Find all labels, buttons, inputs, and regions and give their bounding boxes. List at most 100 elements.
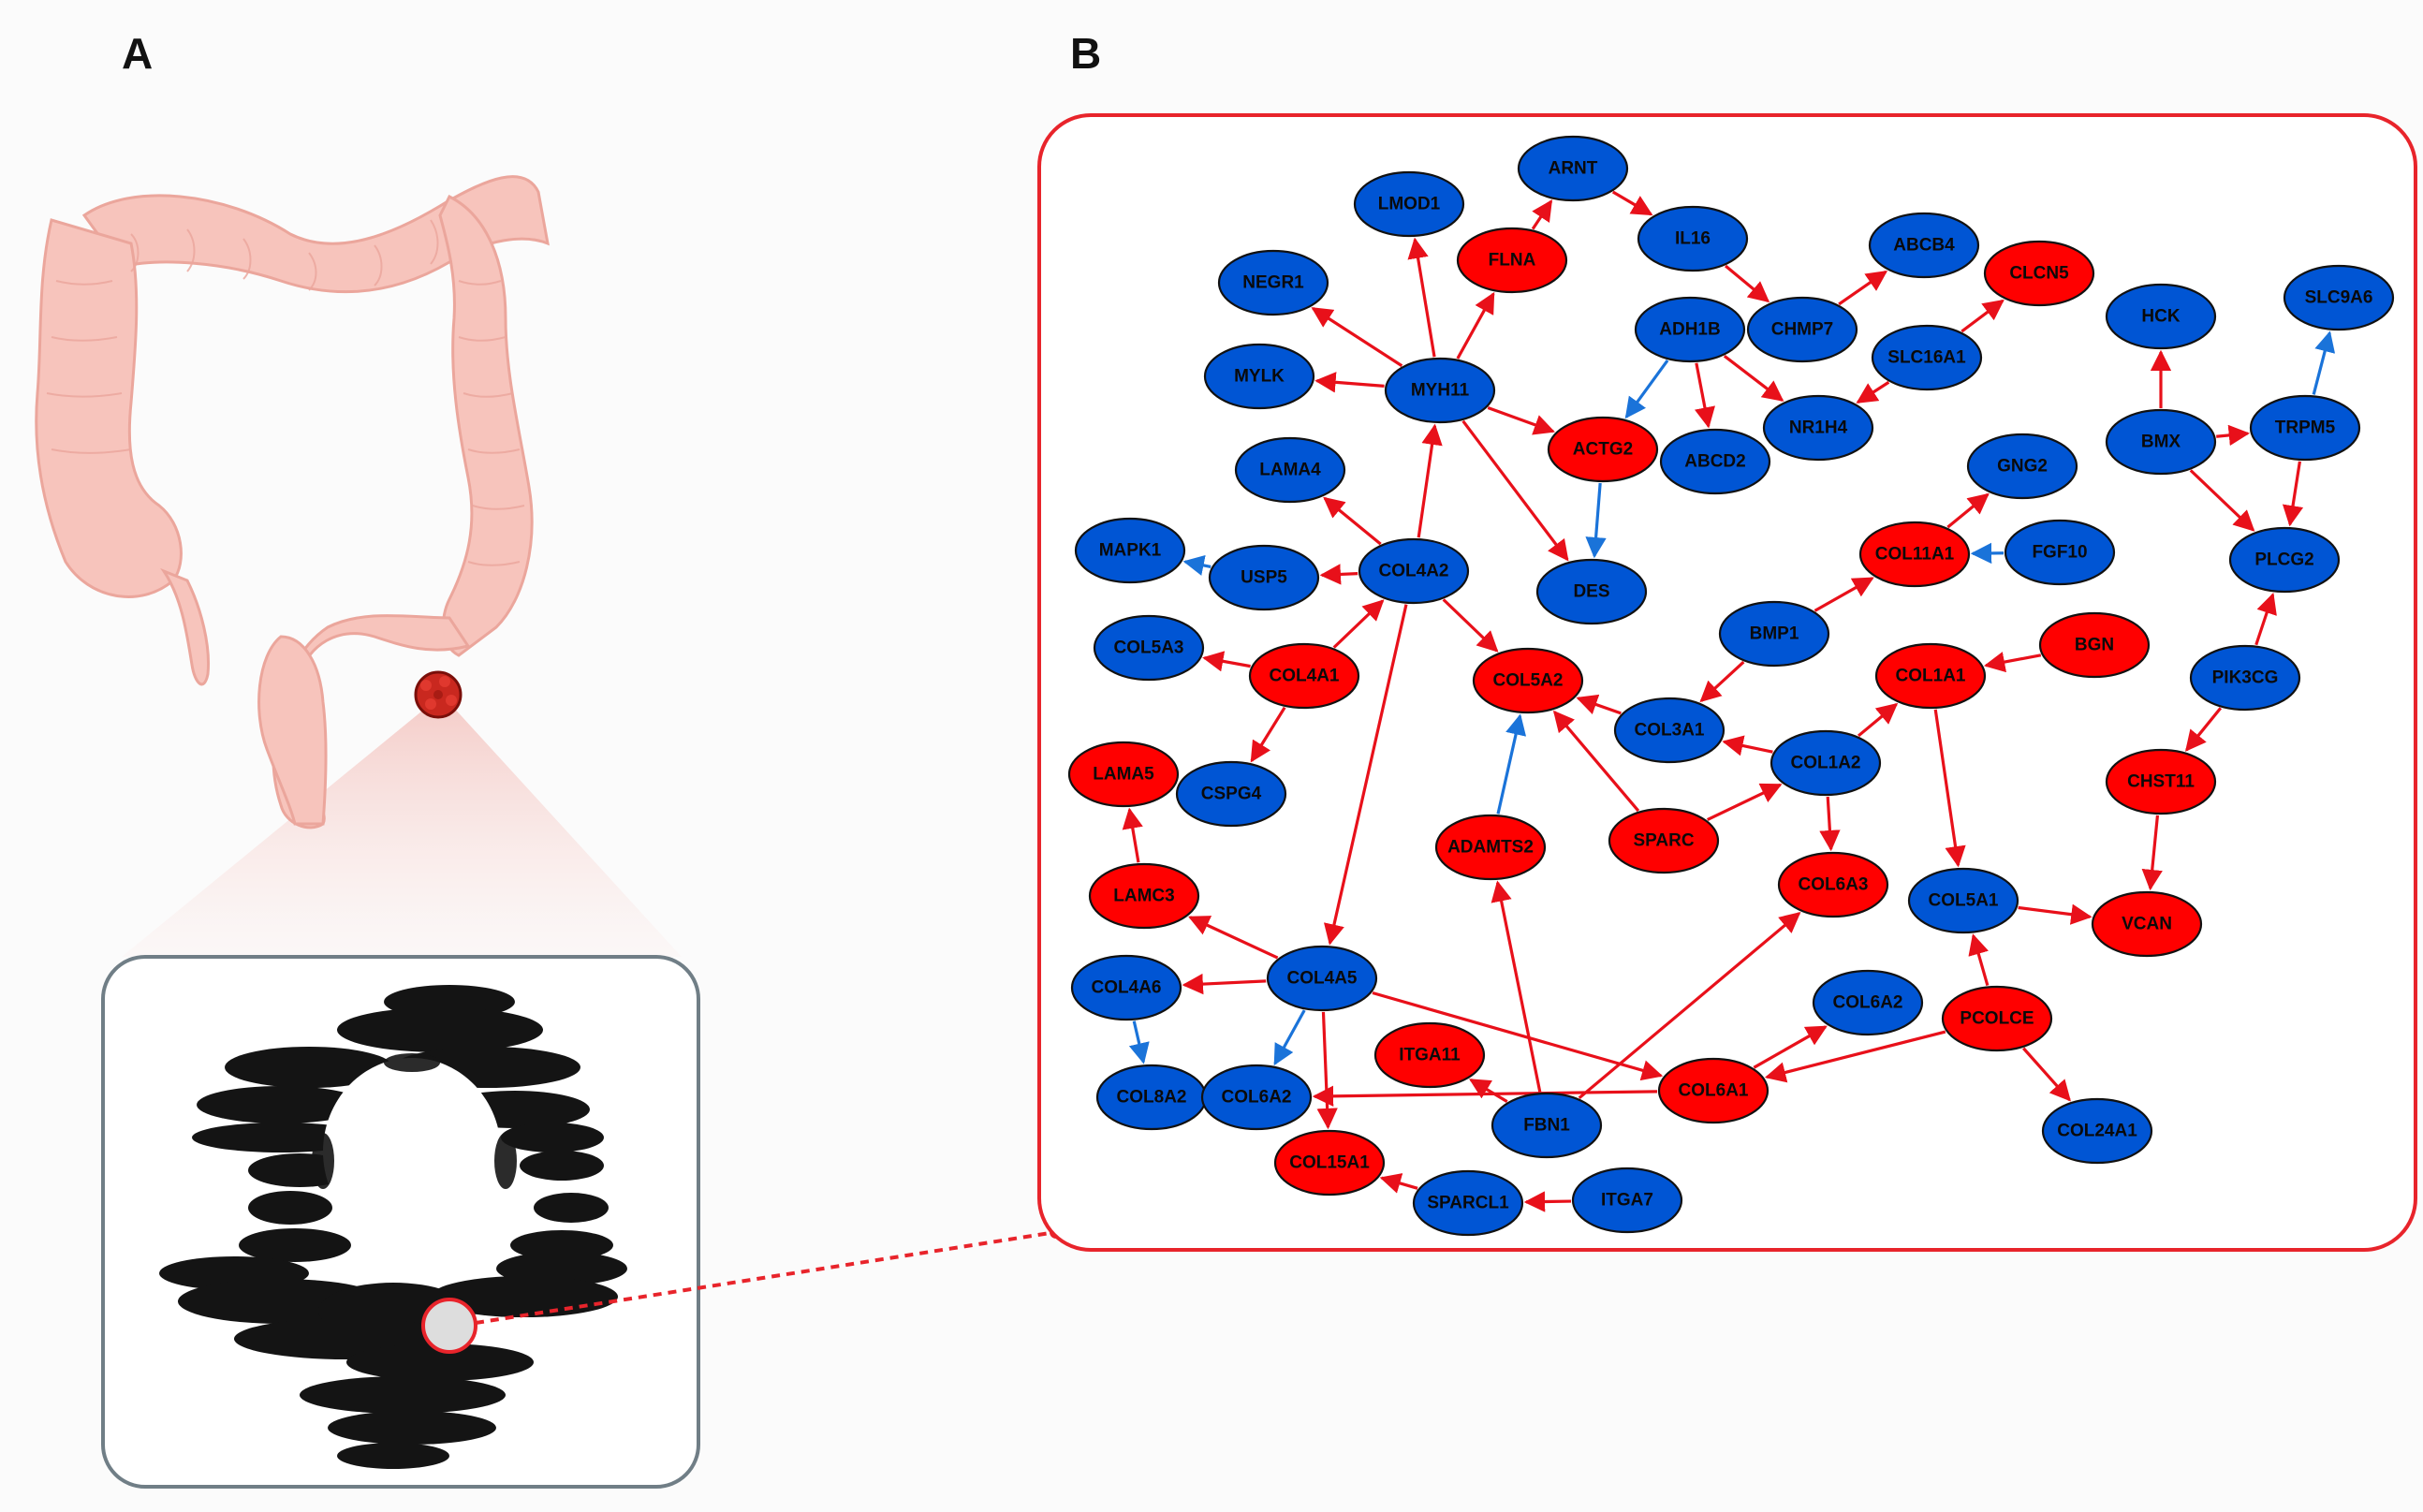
edge-lamc3-to-lama5 bbox=[1122, 807, 1143, 863]
node-ellipse bbox=[1434, 814, 1547, 881]
node-ellipse bbox=[1175, 760, 1287, 828]
node-label: PCOLCE bbox=[1960, 1009, 2034, 1029]
node-ellipse bbox=[1273, 1129, 1386, 1196]
node-ellipse bbox=[1613, 697, 1725, 764]
node-lama5: LAMA5 bbox=[1067, 741, 1180, 808]
node-label: DES bbox=[1573, 582, 1609, 602]
edge-pik3cg-to-chst11 bbox=[2185, 707, 2223, 752]
node-col4a2: COL4A2 bbox=[1358, 537, 1470, 605]
node-ellipse bbox=[1812, 969, 1924, 1036]
edge-myh11-to-flna bbox=[1456, 291, 1495, 360]
node-label: MAPK1 bbox=[1099, 541, 1162, 561]
node-ellipse bbox=[2004, 519, 2116, 586]
edge-col1a2-to-col1a1 bbox=[1857, 702, 1899, 738]
node-label: ITGA7 bbox=[1601, 1191, 1653, 1211]
zoom-connector bbox=[475, 1230, 1057, 1325]
tumor-mass bbox=[414, 670, 463, 719]
node-col24a1: COL24A1 bbox=[2041, 1097, 2153, 1165]
node-label: CHMP7 bbox=[1771, 320, 1834, 340]
node-label: COL6A1 bbox=[1679, 1081, 1749, 1101]
node-label: COL11A1 bbox=[1875, 545, 1955, 565]
node-label: COL4A1 bbox=[1270, 667, 1340, 686]
node-ellipse bbox=[1412, 1169, 1524, 1237]
node-col1a1: COL1A1 bbox=[1874, 642, 1987, 710]
node-plcg2: PLCG2 bbox=[2228, 526, 2341, 594]
node-ellipse bbox=[1517, 135, 1629, 202]
node-label: ADH1B bbox=[1659, 320, 1720, 340]
node-slc16a1: SLC16A1 bbox=[1871, 324, 1983, 391]
node-label: COL6A3 bbox=[1799, 875, 1869, 895]
node-col4a1: COL4A1 bbox=[1248, 642, 1360, 710]
node-clcn5: CLCN5 bbox=[1983, 240, 2095, 307]
node-ellipse bbox=[1373, 1021, 1486, 1089]
node-col6a2-l: COL6A2 bbox=[1200, 1064, 1313, 1131]
node-label: FGF10 bbox=[2032, 543, 2087, 563]
edge-col11a1-to-gng2 bbox=[1946, 492, 1990, 529]
edge-chmp7-to-abcb4 bbox=[1838, 270, 1888, 306]
edge-myh11-to-negr1 bbox=[1311, 307, 1403, 368]
edge-bgn-to-col1a1 bbox=[1983, 652, 2042, 673]
edge-il16-to-chmp7 bbox=[1725, 264, 1770, 303]
edge-adh1b-to-nr1h4 bbox=[1723, 354, 1784, 402]
node-des: DES bbox=[1535, 558, 1648, 625]
node-label: ABCD2 bbox=[1684, 452, 1745, 472]
node-label: COL5A2 bbox=[1493, 671, 1564, 691]
edge-bmx-to-trpm5 bbox=[2216, 424, 2251, 447]
edge-col6a1-to-col6a2_r bbox=[1753, 1025, 1828, 1069]
node-label: LAMA5 bbox=[1093, 765, 1154, 785]
node-ellipse bbox=[1571, 1167, 1683, 1234]
edge-bmp1-to-col11a1 bbox=[1814, 577, 1874, 612]
node-col5a1: COL5A1 bbox=[1907, 867, 2019, 934]
node-label: COL8A2 bbox=[1117, 1088, 1187, 1108]
node-ellipse bbox=[2105, 408, 2217, 476]
edge-pik3cg-to-plcg2 bbox=[2254, 593, 2277, 646]
node-label: PLCG2 bbox=[2254, 550, 2313, 570]
edge-col4a1-to-cspg4 bbox=[1250, 706, 1286, 763]
node-ellipse bbox=[1217, 249, 1329, 316]
node-cspg4: CSPG4 bbox=[1175, 760, 1287, 828]
node-col3a1: COL3A1 bbox=[1613, 697, 1725, 764]
edge-trpm5-to-slc9a6 bbox=[2312, 330, 2336, 395]
node-ellipse bbox=[1266, 945, 1378, 1012]
node-adh1b: ADH1B bbox=[1634, 296, 1746, 363]
node-usp5: USP5 bbox=[1208, 544, 1320, 611]
node-ellipse bbox=[2189, 644, 2301, 712]
node-slc9a6: SLC9A6 bbox=[2283, 264, 2395, 331]
node-ellipse bbox=[1384, 357, 1496, 424]
edge-col4a2-to-usp5 bbox=[1319, 564, 1358, 585]
node-label: CLCN5 bbox=[2009, 264, 2069, 284]
node-ellipse bbox=[1634, 296, 1746, 363]
node-label: USP5 bbox=[1241, 568, 1287, 588]
edge-col4a5-to-col4a6 bbox=[1182, 973, 1267, 995]
node-ellipse bbox=[1868, 212, 1980, 279]
node-label: LMOD1 bbox=[1378, 195, 1441, 214]
edge-bmx-to-plcg2 bbox=[2189, 469, 2255, 532]
node-ellipse bbox=[2091, 890, 2203, 958]
node-col11a1: COL11A1 bbox=[1858, 521, 1971, 588]
node-ellipse bbox=[1203, 343, 1315, 410]
node-itga7: ITGA7 bbox=[1571, 1167, 1683, 1234]
node-col8a2: COL8A2 bbox=[1095, 1064, 1208, 1131]
node-label: IL16 bbox=[1675, 229, 1711, 249]
node-flna: FLNA bbox=[1456, 227, 1568, 294]
edge-adh1b-to-actg2 bbox=[1624, 359, 1669, 419]
node-label: COL6A2 bbox=[1833, 993, 1903, 1013]
node-label: COL4A6 bbox=[1092, 978, 1162, 998]
node-col4a6: COL4A6 bbox=[1070, 954, 1182, 1021]
node-col5a2: COL5A2 bbox=[1472, 647, 1584, 714]
edge-col4a5-to-col6a1 bbox=[1372, 991, 1664, 1081]
node-label: COL4A5 bbox=[1287, 969, 1358, 989]
node-actg2: ACTG2 bbox=[1547, 416, 1659, 483]
node-label: ARNT bbox=[1549, 159, 1598, 179]
edge-sparcl1-to-col15a1 bbox=[1379, 1173, 1418, 1194]
node-label: GNG2 bbox=[1997, 457, 2048, 477]
node-label: BMP1 bbox=[1750, 624, 1799, 644]
node-label: ITGA11 bbox=[1399, 1046, 1461, 1065]
node-vcan: VCAN bbox=[2091, 890, 2203, 958]
node-label: LAMA4 bbox=[1259, 461, 1321, 480]
node-label: VCAN bbox=[2122, 915, 2172, 934]
node-abcb4: ABCB4 bbox=[1868, 212, 1980, 279]
node-label: ADAMTS2 bbox=[1447, 838, 1534, 858]
